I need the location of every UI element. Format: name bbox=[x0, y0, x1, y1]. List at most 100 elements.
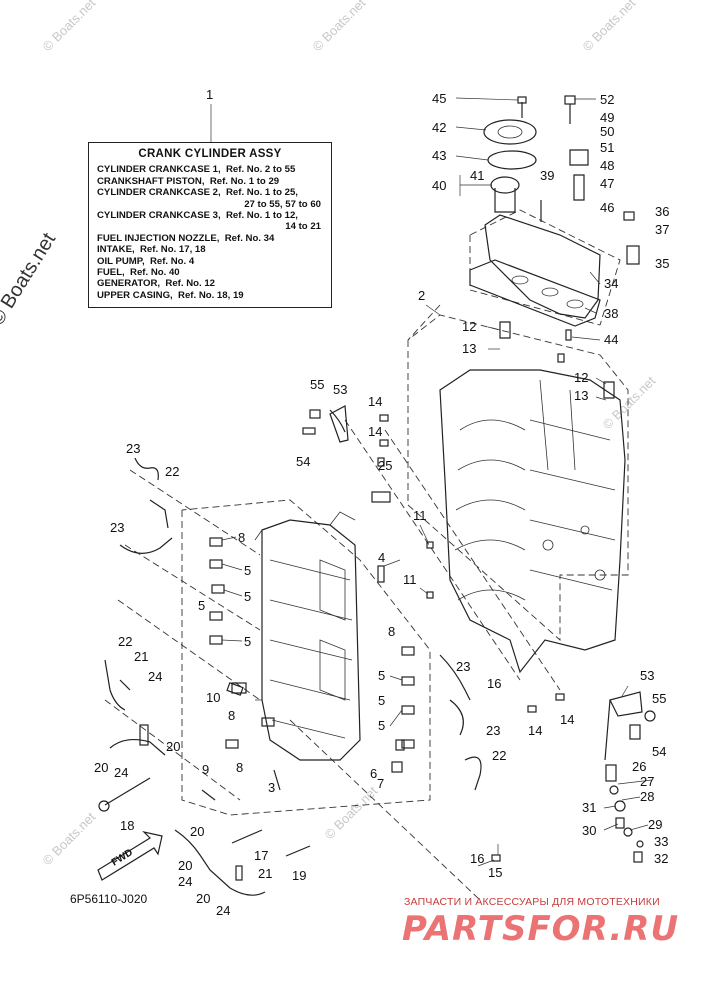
callout: 55 bbox=[310, 377, 324, 392]
bolt-head bbox=[564, 95, 576, 105]
pin bbox=[235, 865, 243, 881]
label-line: CYLINDER CRANKCASE 1, Ref. No. 2 to 55 bbox=[97, 164, 296, 176]
callout: 2 bbox=[418, 288, 425, 303]
crankcase-journal bbox=[455, 499, 526, 511]
callout: 15 bbox=[488, 865, 502, 880]
callout: 17 bbox=[254, 848, 268, 863]
fwd-label: FWD bbox=[110, 847, 135, 868]
cylinder-body bbox=[261, 519, 361, 761]
leader bbox=[595, 377, 607, 385]
plug bbox=[499, 321, 511, 339]
crankcase-outline bbox=[407, 314, 629, 642]
plug bbox=[603, 381, 615, 399]
bolt-head bbox=[98, 800, 110, 812]
label-line: FUEL, Ref. No. 40 bbox=[97, 267, 180, 279]
callout: 8 bbox=[388, 624, 395, 639]
callout: 22 bbox=[118, 634, 132, 649]
callout: 11 bbox=[403, 572, 417, 587]
fitting bbox=[261, 717, 275, 727]
callout: 27 bbox=[640, 774, 654, 789]
fitting bbox=[401, 739, 415, 749]
pin bbox=[426, 541, 434, 549]
washer bbox=[614, 800, 626, 812]
callout: 28 bbox=[640, 789, 654, 804]
dash-line bbox=[407, 304, 441, 341]
callout: 24 bbox=[178, 874, 192, 889]
pin bbox=[139, 724, 149, 746]
valve-stem bbox=[573, 174, 585, 201]
lower-block-outline bbox=[181, 499, 431, 816]
leader bbox=[589, 271, 601, 285]
hose bbox=[439, 654, 471, 701]
callout: 48 bbox=[600, 158, 614, 173]
label-line: OIL PUMP, Ref. No. 4 bbox=[97, 255, 195, 267]
long-bolt bbox=[273, 769, 281, 791]
leader bbox=[477, 859, 495, 867]
assembly-label-box: CRANK CYLINDER ASSY CYLINDER CRANKCASE 1… bbox=[88, 142, 332, 308]
bolt-head bbox=[309, 409, 321, 419]
watermark: © Boats.net bbox=[322, 783, 381, 842]
crankcase-journal bbox=[454, 539, 526, 551]
dash-line bbox=[384, 429, 561, 691]
cylinder-block bbox=[254, 511, 361, 761]
hose bbox=[464, 756, 482, 791]
callout: 47 bbox=[600, 176, 614, 191]
label-line: UPPER CASING, Ref. No. 18, 19 bbox=[97, 289, 244, 301]
crankcase-boss bbox=[580, 525, 590, 535]
crankcase-journal bbox=[457, 459, 526, 471]
callout: 4 bbox=[378, 550, 385, 565]
hose bbox=[449, 699, 464, 736]
leader bbox=[425, 304, 441, 316]
label-line: CRANKSHAFT PISTON, Ref. No. 1 to 29 bbox=[97, 175, 280, 187]
callout: 53 bbox=[333, 382, 347, 397]
callout: 43 bbox=[432, 148, 446, 163]
long-bolt bbox=[285, 845, 311, 857]
crankcase-boss bbox=[542, 539, 554, 551]
label-line: 27 to 55, 57 to 60 bbox=[244, 198, 321, 210]
callout: 50 bbox=[600, 124, 614, 139]
leader bbox=[389, 709, 403, 727]
leader bbox=[221, 563, 243, 571]
callout: 24 bbox=[148, 669, 162, 684]
callout: 37 bbox=[655, 222, 669, 237]
hose bbox=[104, 659, 126, 711]
crankcase-body bbox=[439, 369, 626, 674]
gasket bbox=[487, 150, 537, 170]
callout: 34 bbox=[604, 276, 618, 291]
callout: 5 bbox=[244, 634, 251, 649]
fitting bbox=[211, 584, 225, 594]
thermostat-body bbox=[494, 188, 516, 213]
callout: 9 bbox=[202, 762, 209, 777]
callout: 13 bbox=[574, 388, 588, 403]
callout: 5 bbox=[378, 718, 385, 733]
callout: 7 bbox=[377, 776, 384, 791]
label-title: CRANK CYLINDER ASSY bbox=[138, 148, 282, 160]
callout: 30 bbox=[582, 823, 596, 838]
leader bbox=[487, 326, 501, 331]
callout: 44 bbox=[604, 332, 618, 347]
callout: 33 bbox=[654, 834, 668, 849]
callout: 24 bbox=[114, 765, 128, 780]
dash-line bbox=[344, 419, 521, 681]
footer-logo[interactable]: PARTSFOR.RU bbox=[402, 909, 680, 949]
leader bbox=[455, 97, 519, 101]
fitting bbox=[209, 537, 223, 547]
fitting bbox=[209, 559, 223, 569]
leader bbox=[629, 824, 649, 831]
leader bbox=[595, 396, 607, 401]
callout: 19 bbox=[292, 868, 306, 883]
callout: 54 bbox=[652, 744, 666, 759]
bracket bbox=[626, 245, 640, 265]
seal bbox=[557, 353, 565, 363]
callout: 14 bbox=[368, 424, 382, 439]
leader bbox=[389, 675, 403, 681]
dash-line bbox=[289, 719, 481, 901]
hose bbox=[134, 457, 159, 481]
washer bbox=[609, 785, 619, 795]
bolt-head bbox=[615, 817, 625, 829]
callout: 23 bbox=[126, 441, 140, 456]
callout: 12 bbox=[574, 370, 588, 385]
callout: 52 bbox=[600, 92, 614, 107]
callout: 55 bbox=[652, 691, 666, 706]
bolt-head bbox=[629, 724, 641, 740]
